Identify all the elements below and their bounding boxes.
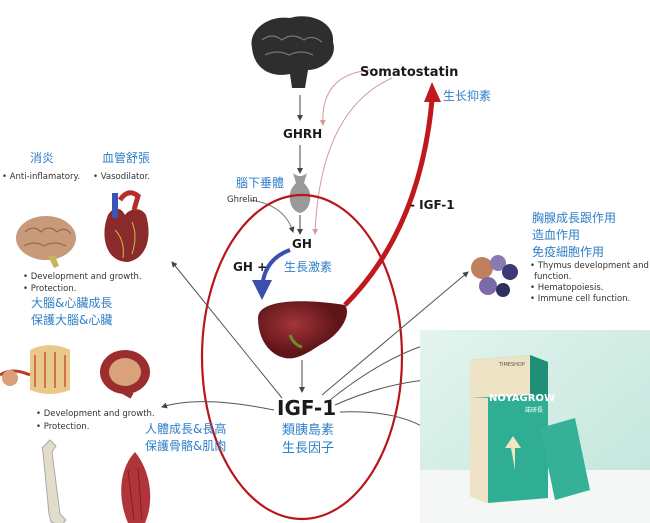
gh-to-liver-arrow bbox=[252, 248, 291, 300]
ghrelin-label: Ghrelin bbox=[227, 195, 258, 205]
gh-label: GH bbox=[292, 237, 312, 251]
somatostatin-zh-label: 生长抑素 bbox=[443, 89, 492, 103]
somatostatin-to-gh-arrow bbox=[312, 77, 393, 235]
left-top-bullet-1: • Development and growth. bbox=[23, 272, 142, 282]
igf1-feedback-arrowhead bbox=[424, 82, 441, 102]
right-zh-3: 免疫細胞作用 bbox=[532, 245, 605, 259]
brain-top-icon bbox=[251, 16, 334, 88]
ghrelin-arrow bbox=[249, 199, 295, 233]
left-top-bullet-2: • Protection. bbox=[23, 284, 77, 294]
product-brand: TIMESHOP bbox=[499, 362, 525, 368]
somatostatin-label: Somatostatin bbox=[360, 65, 459, 80]
igf1-arrow-right-2 bbox=[334, 379, 426, 406]
gh-plus-label: GH + bbox=[233, 260, 268, 274]
left-bottom-zh-2: 保護骨骼&肌肉 bbox=[145, 439, 227, 453]
igf1-to-heart-arrow bbox=[171, 261, 283, 399]
left-top-zh-1: 大腦&心臟成長 bbox=[31, 296, 113, 310]
pituitary-icon bbox=[289, 173, 311, 213]
muscle-icon bbox=[121, 452, 151, 523]
anti-inflammatory-zh: 消炎 bbox=[30, 151, 55, 165]
igf1-title: IGF-1 bbox=[277, 396, 337, 420]
left-bottom-zh-1: 人體成長&長高 bbox=[145, 422, 227, 436]
highlight-ellipse bbox=[200, 193, 404, 521]
right-bullet-2: function. bbox=[534, 272, 572, 282]
left-bottom-bullet-1: • Development and growth. bbox=[36, 409, 155, 419]
igf1-zh-1: 類胰島素 bbox=[282, 423, 335, 438]
igf1-feedback-label: - IGF-1 bbox=[410, 198, 455, 212]
vasodilator-en: • Vasodilator. bbox=[93, 172, 150, 182]
igf1-zh-2: 生長因子 bbox=[282, 441, 335, 456]
anti-inflammatory-en: • Anti-inflamatory. bbox=[2, 172, 81, 182]
kidney-vessels-icon bbox=[0, 345, 70, 394]
left-bottom-bullet-2: • Protection. bbox=[36, 422, 90, 432]
product-image bbox=[420, 330, 650, 523]
vasodilator-zh: 血管舒張 bbox=[102, 151, 151, 165]
immune-cells-icon bbox=[471, 255, 518, 297]
right-bullet-3: • Hematopoiesis. bbox=[530, 283, 604, 293]
uterus-fetus-icon bbox=[100, 350, 150, 399]
pituitary-label: 腦下垂體 bbox=[236, 176, 285, 190]
brain-icon bbox=[16, 216, 76, 268]
somatostatin-to-ghrh-arrow bbox=[319, 69, 371, 126]
right-zh-2: 造血作用 bbox=[532, 228, 581, 242]
ghrh-label: GHRH bbox=[283, 127, 323, 141]
liver-icon bbox=[258, 301, 348, 359]
right-bullet-4: • Immune cell function. bbox=[530, 294, 631, 304]
igf1-arrow-right-3 bbox=[339, 411, 426, 429]
bone-icon bbox=[41, 439, 67, 523]
heart-icon bbox=[104, 190, 149, 262]
right-bullet-1: • Thymus development and bbox=[530, 261, 649, 271]
igf1-feedback-arrow bbox=[343, 99, 435, 307]
igf1-to-body-arrow bbox=[161, 401, 275, 411]
right-zh-1: 胸腺成長跟作用 bbox=[532, 211, 617, 225]
left-top-zh-2: 保護大腦&心臟 bbox=[31, 313, 113, 327]
igf1-to-immune-arrow bbox=[321, 271, 469, 396]
igf1-arrow-right-1 bbox=[329, 344, 426, 401]
gh-zh-label: 生長激素 bbox=[284, 260, 333, 274]
product-name-zh: 諾研長 bbox=[525, 407, 544, 414]
product-name: NOYAGROW bbox=[489, 393, 555, 404]
